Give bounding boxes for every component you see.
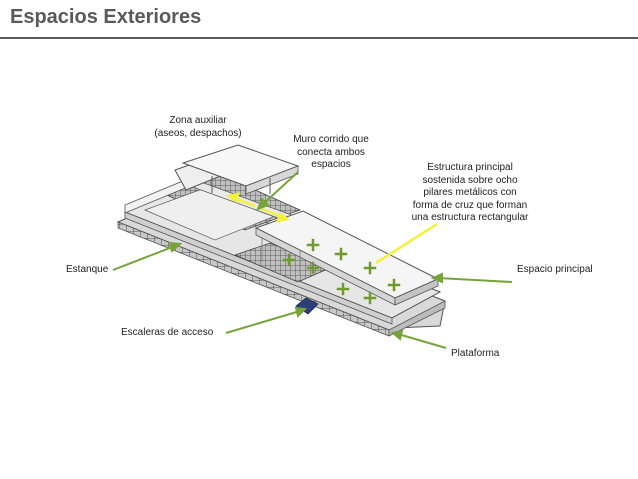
label-estanque: Estanque [66, 264, 109, 275]
callout-arrow-espacio [430, 272, 513, 284]
callout-arrow-muro [256, 171, 299, 211]
label-escaleras: Escaleras de acceso [121, 327, 214, 338]
callout-arrow-estanque [112, 241, 183, 271]
pillar-cross [363, 261, 377, 275]
callout-arrows [112, 171, 513, 349]
label-estructura-principal: Estructura principal sostenida sobre och… [411, 162, 529, 223]
auxiliary-block [174, 144, 300, 195]
title-divider [0, 37, 638, 39]
label-muro-corrido: Muro corrido que conecta ambos espacios [293, 134, 369, 170]
pillar-cross [363, 291, 377, 305]
pillar-crosses [282, 238, 401, 305]
callout-arrow-plataforma [390, 329, 447, 349]
callout-arrow-escaleras [225, 306, 308, 334]
pillar-cross [306, 238, 320, 252]
pillar-cross [334, 247, 348, 261]
callout-arrow-estructura [375, 222, 438, 265]
pillar-cross [306, 261, 320, 275]
label-espacio-principal: Espacio principal [517, 264, 593, 275]
flow-arrows [225, 192, 291, 223]
pillar-cross [282, 253, 296, 267]
pillar-cross [336, 282, 350, 296]
label-plataforma: Plataforma [451, 348, 500, 359]
page-title: Espacios Exteriores [10, 6, 202, 28]
pillar-cross [387, 278, 401, 292]
label-zona-auxiliar: Zona auxiliar (aseos, despachos) [154, 115, 242, 139]
